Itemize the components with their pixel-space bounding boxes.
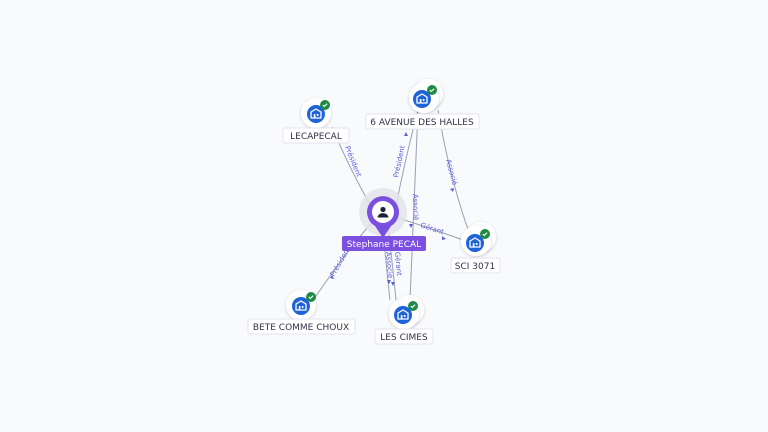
node-lecapecal[interactable]: LECAPECAL bbox=[282, 98, 350, 144]
node-label: 6 AVENUE DES HALLES bbox=[370, 118, 474, 128]
node-bete[interactable]: BETE COMME CHOUX bbox=[247, 290, 356, 335]
node-cimes[interactable]: LES CIMES bbox=[374, 295, 434, 345]
check-badge-icon bbox=[427, 85, 437, 95]
edge-label-president-avenue: Président bbox=[392, 145, 407, 179]
node-person-center[interactable]: Stephane PECAL bbox=[342, 188, 426, 251]
check-badge-icon bbox=[408, 301, 418, 311]
edge-label-associe-avenue-cimes: Associé bbox=[411, 194, 420, 221]
check-badge-icon bbox=[480, 229, 490, 239]
node-label: LES CIMES bbox=[380, 333, 428, 343]
edge-label-associe-sci: Associé bbox=[444, 158, 459, 186]
edge-bete: Président bbox=[311, 221, 373, 303]
person-label: Stephane PECAL bbox=[347, 240, 421, 250]
check-badge-icon bbox=[320, 100, 330, 110]
person-icon bbox=[377, 206, 389, 218]
node-label: LECAPECAL bbox=[290, 132, 342, 142]
edge-label-associe-cimes: Associé bbox=[384, 251, 394, 278]
edge-label-gerant-cimes: Gérant bbox=[393, 251, 403, 276]
node-label: SCI 3071 bbox=[455, 262, 495, 272]
node-label: BETE COMME CHOUX bbox=[253, 323, 349, 333]
node-sci[interactable]: SCI 3071 bbox=[450, 222, 501, 274]
check-badge-icon bbox=[306, 292, 316, 302]
node-avenue[interactable]: 6 AVENUE DES HALLES bbox=[365, 79, 480, 130]
edge-label-gerant-sci: Gérant bbox=[419, 221, 445, 236]
edge-avenue-associe: Associé bbox=[409, 109, 420, 301]
